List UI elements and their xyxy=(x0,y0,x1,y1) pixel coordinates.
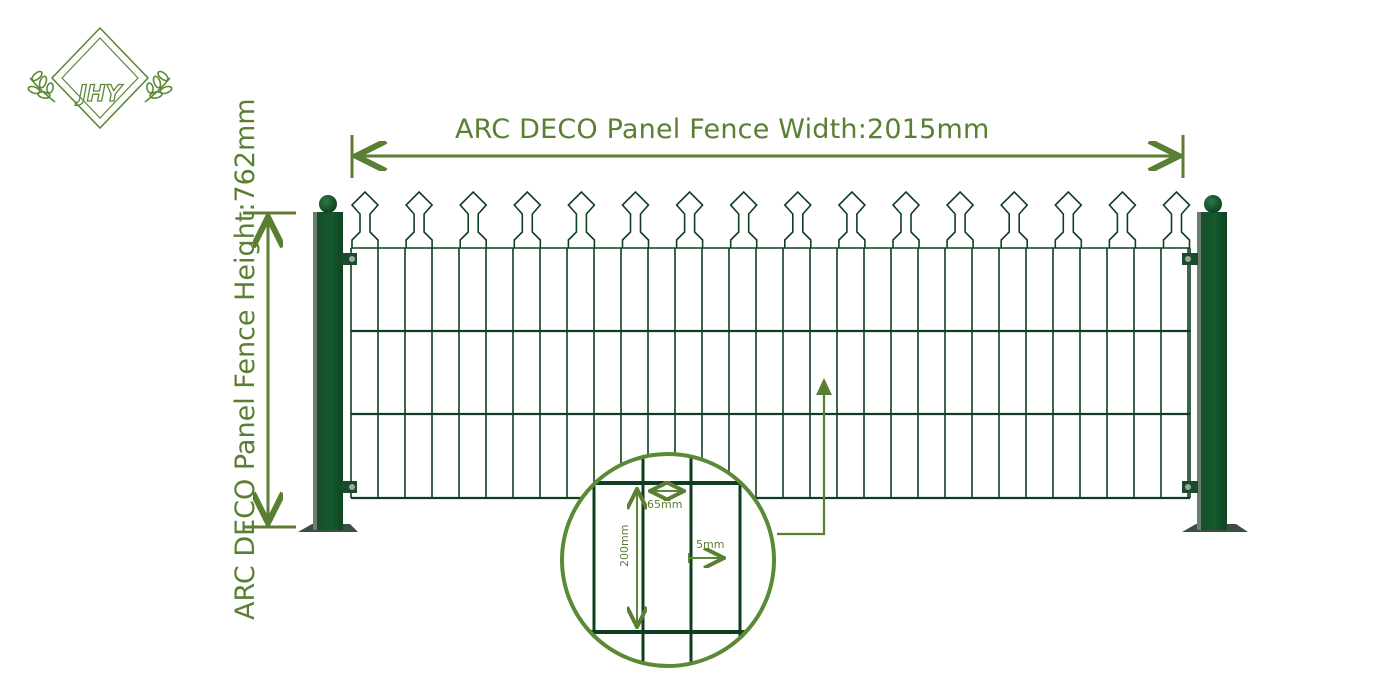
height-dimension xyxy=(243,211,296,529)
arc-deco-picket xyxy=(1162,190,1191,248)
arc-deco-picket xyxy=(1108,190,1137,248)
right-laurel-icon xyxy=(144,70,173,103)
arc-deco-picket xyxy=(405,190,434,248)
arc-deco-picket xyxy=(459,190,488,248)
left-post xyxy=(298,195,358,532)
arc-deco-picket xyxy=(1000,190,1029,248)
arc-deco-picket xyxy=(783,190,812,248)
mesh-height-label: 200mm xyxy=(618,524,631,567)
arc-deco-picket xyxy=(946,190,975,248)
left-laurel-icon xyxy=(27,70,56,103)
arc-deco-picket xyxy=(837,190,866,248)
mesh-detail-magnifier xyxy=(560,452,776,668)
wire-diameter-label: 5mm xyxy=(696,538,725,551)
arc-deco-picket xyxy=(675,190,704,248)
width-dimension xyxy=(350,135,1185,178)
width-label: ARC DECO Panel Fence Width:2015mm xyxy=(455,114,990,145)
detail-pointer-arrow xyxy=(777,378,832,536)
logo-text: JHY xyxy=(75,82,124,107)
arc-deco-picket xyxy=(513,190,542,248)
fence-panel xyxy=(350,190,1191,500)
arc-deco-picket xyxy=(729,190,758,248)
arc-deco-picket xyxy=(891,190,921,248)
arc-deco-picket xyxy=(1054,190,1083,248)
arc-deco-picket xyxy=(567,190,596,248)
height-label: ARC DECO Panel Fence Height:762mm xyxy=(230,98,261,620)
jhy-logo xyxy=(27,26,173,130)
arc-deco-picket xyxy=(621,190,650,248)
right-post xyxy=(1182,195,1248,532)
arc-deco-picket xyxy=(350,190,380,248)
mesh-width-label: 65mm xyxy=(647,498,683,511)
